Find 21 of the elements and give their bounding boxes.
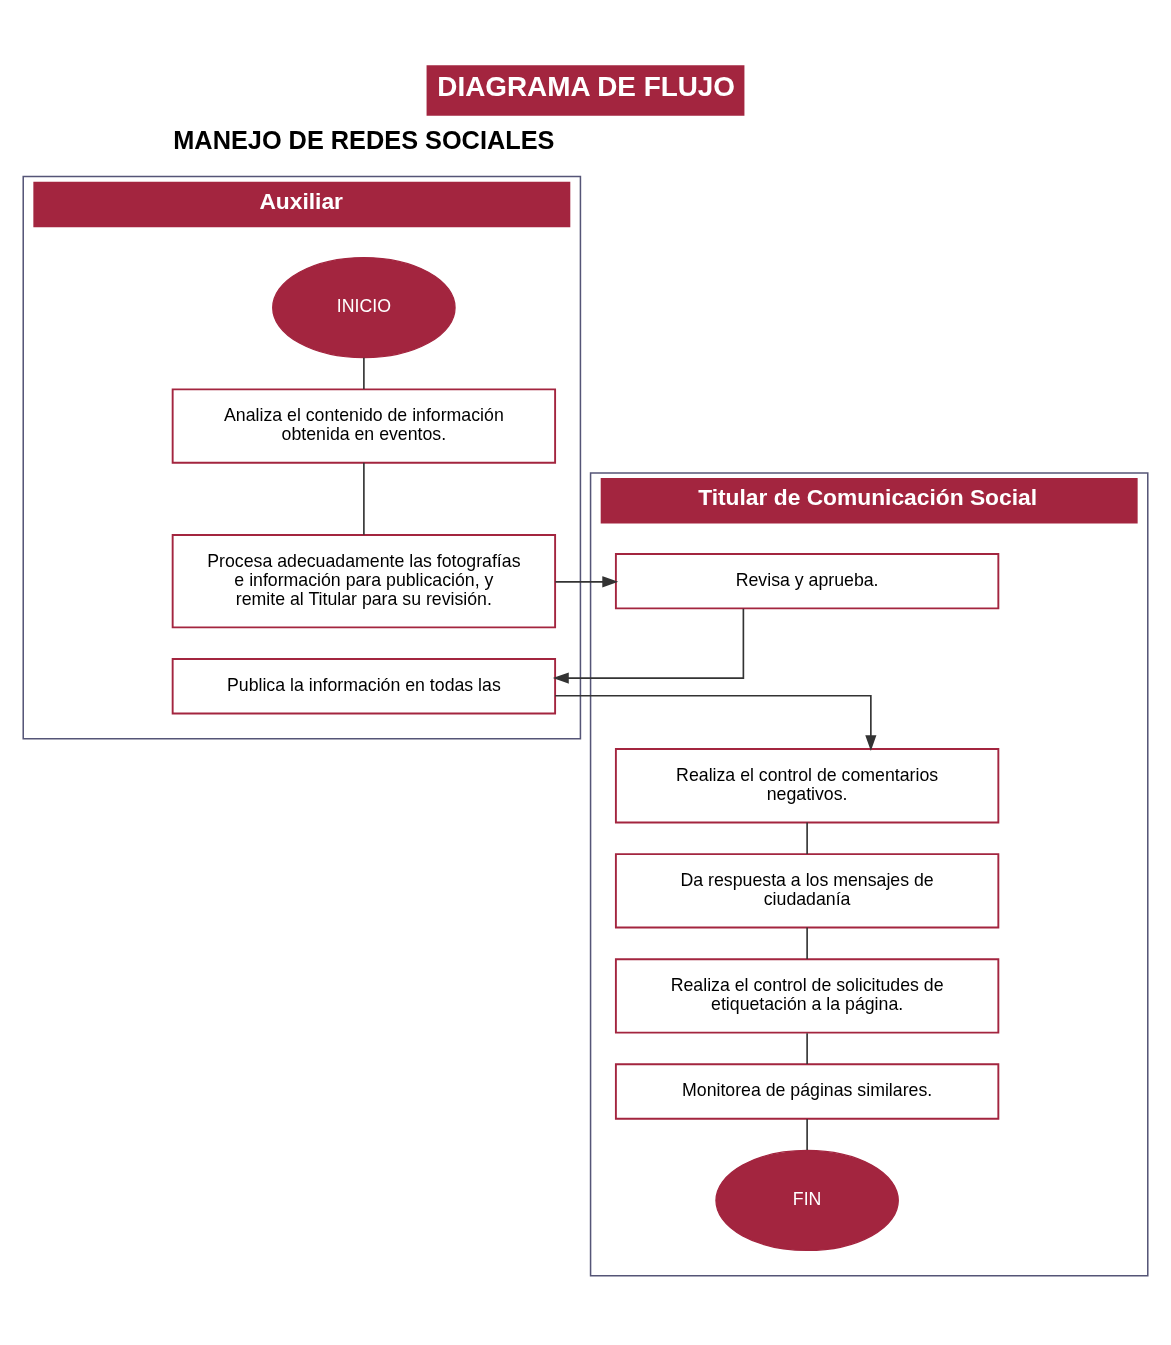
node-box: Realiza el control de comentarios negativos. — [614, 747, 1000, 823]
node-ellipse: INICIO — [272, 256, 456, 358]
node-box: Analiza el contenido de información obtenida en eventos. — [171, 387, 557, 464]
label: MANEJO DE REDES SOCIALES — [173, 125, 555, 154]
node-box: Revisa y aprueba. — [614, 552, 1000, 609]
node-box: Realiza el control de solicitudes de etiquetación a la página. — [614, 957, 1000, 1034]
node-box: Da respuesta a los mensajes de ciudadanía — [614, 852, 1000, 928]
connector — [806, 926, 808, 960]
node-box: Procesa adecuadamente las fotografías e información para publicación, y remite al Titular para su revisión. — [171, 533, 557, 628]
arrow — [554, 575, 619, 587]
node-box: Monitorea de páginas similares. — [614, 1062, 1000, 1120]
node-ellipse: FIN — [715, 1149, 899, 1251]
connector — [363, 461, 365, 535]
diagram-title: DIAGRAMA DE FLUJO — [437, 70, 736, 102]
connector — [806, 1117, 808, 1151]
connector — [806, 821, 808, 855]
node-box: Publica la información en todas las — [171, 657, 557, 714]
connector — [806, 1031, 808, 1065]
arrow — [554, 694, 877, 751]
connector — [363, 356, 365, 390]
arrow — [552, 607, 745, 684]
